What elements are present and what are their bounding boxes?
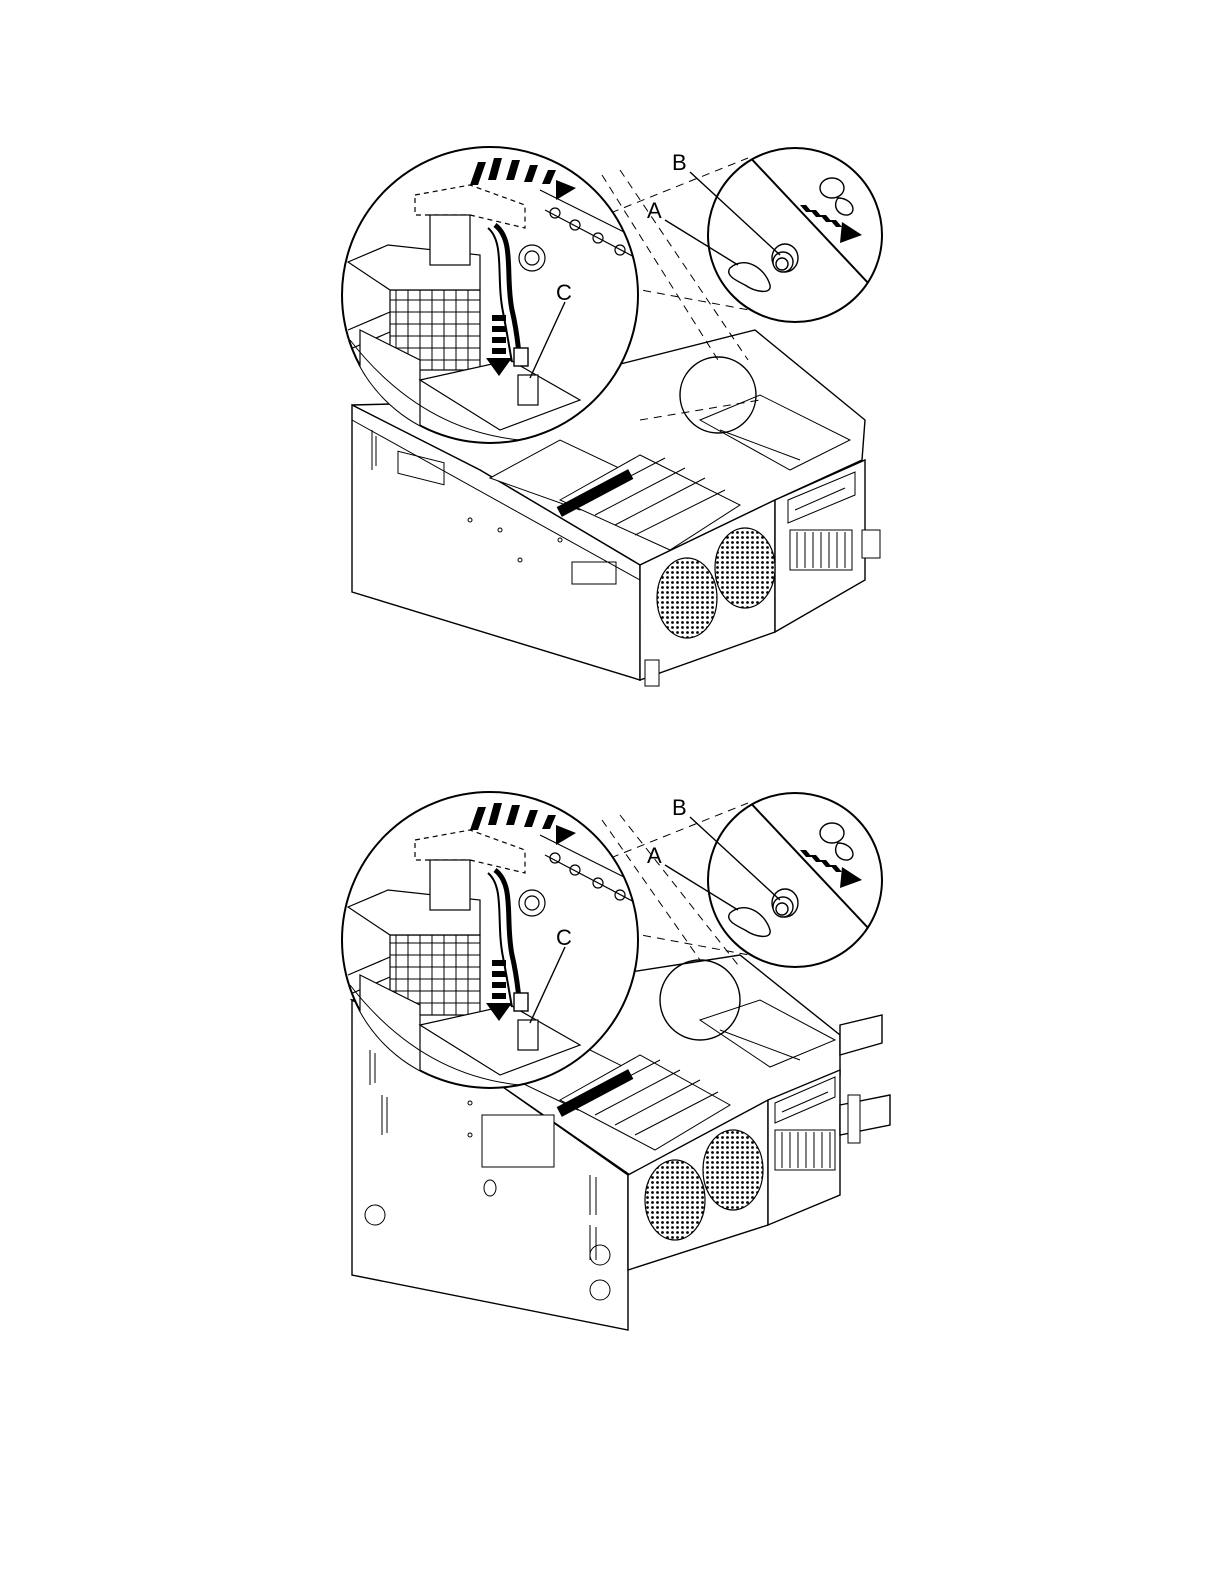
callout-label-a: A	[647, 843, 662, 868]
figure-deskside-model: C B A	[0, 655, 1225, 1375]
fan-grille-icon	[715, 528, 775, 608]
fan-grille-icon	[645, 1160, 705, 1240]
figure-rack-model: C B A	[0, 0, 1225, 720]
fan-grille-icon	[657, 558, 717, 638]
callout-label-a: A	[647, 198, 662, 223]
thumbscrew-icon	[772, 244, 798, 272]
magnified-view: C	[342, 792, 640, 1088]
magnified-view: C	[342, 147, 640, 443]
detail-view	[708, 793, 882, 967]
callout-label-b: B	[672, 150, 687, 175]
detail-view	[708, 148, 882, 322]
callout-label-c: C	[556, 280, 572, 305]
callout-label-c: C	[556, 925, 572, 950]
server-illustration-deskside: C B A	[0, 655, 1225, 1375]
callout-label-b: B	[672, 795, 687, 820]
fan-grille-icon	[703, 1130, 763, 1210]
thumbscrew-icon	[772, 889, 798, 917]
cable-connector-icon	[514, 348, 528, 366]
server-illustration-rack: C B A	[0, 0, 1225, 720]
cable-connector-icon	[514, 993, 528, 1011]
